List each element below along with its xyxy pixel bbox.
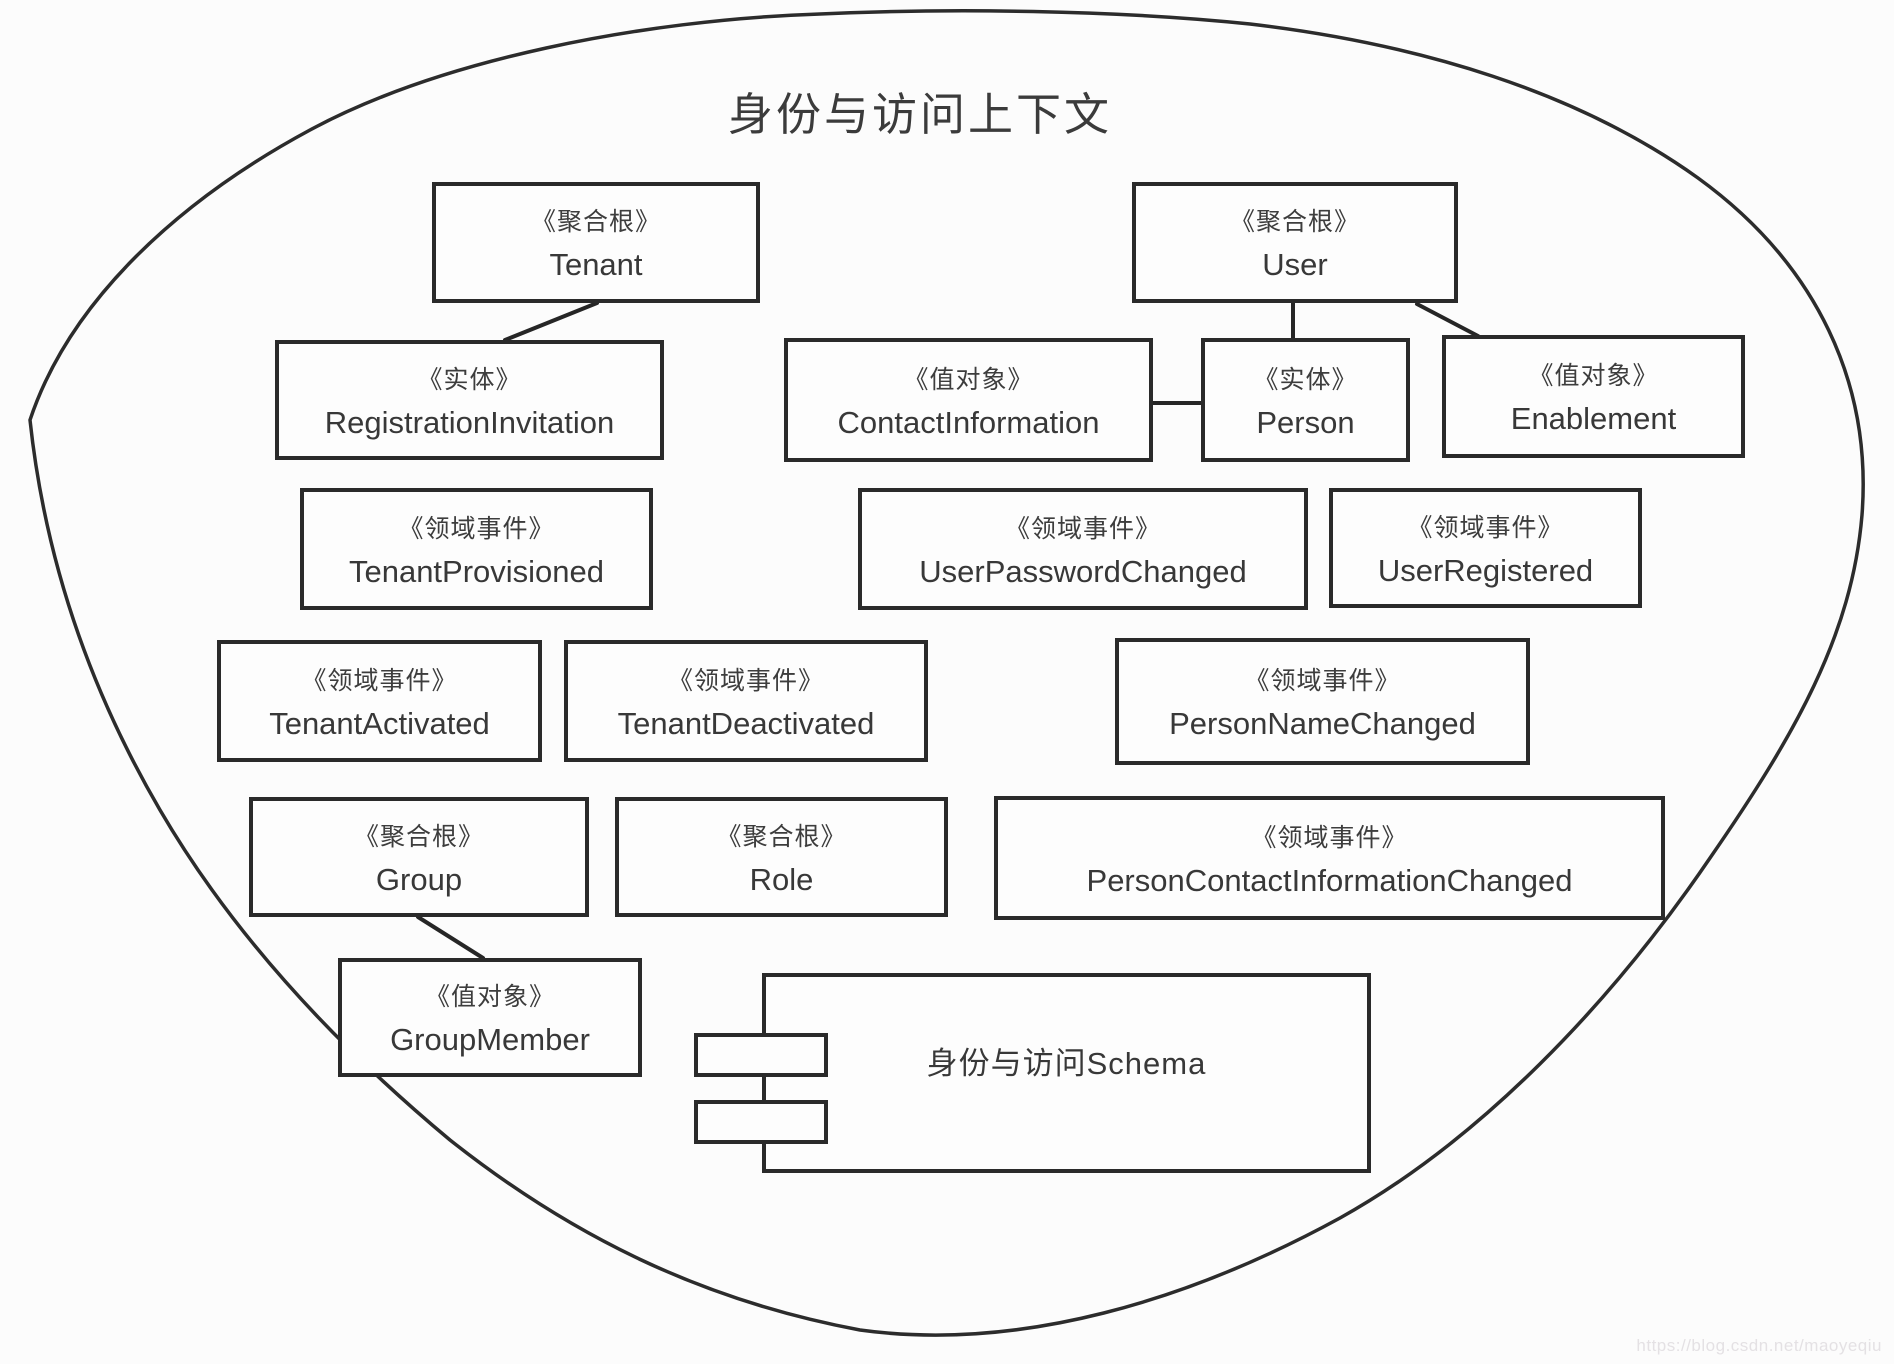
node-stereotype: 《领域事件》 bbox=[398, 514, 555, 543]
node-stereotype: 《实体》 bbox=[417, 365, 522, 394]
node-label: TenantProvisioned bbox=[348, 553, 605, 589]
node-person: 《实体》 Person bbox=[1201, 338, 1410, 462]
node-label: PersonNameChanged bbox=[1169, 706, 1476, 741]
component-tab-icon bbox=[694, 1033, 828, 1077]
node-stereotype: 《领域事件》 bbox=[667, 666, 824, 695]
node-stereotype: 《聚合根》 bbox=[530, 208, 661, 236]
node-label: User bbox=[1262, 247, 1328, 282]
edge-user-enablement bbox=[1415, 302, 1480, 338]
node-label: Tenant bbox=[549, 247, 643, 282]
edge-group-groupmember bbox=[416, 915, 485, 960]
watermark-url: https://blog.csdn.net/maoyeqiu bbox=[1636, 1336, 1882, 1355]
context-title: 身份与访问上下文 bbox=[727, 89, 1112, 140]
association-lines bbox=[416, 301, 1480, 960]
node-stereotype: 《领域事件》 bbox=[1004, 514, 1161, 543]
node-tenantdeactivated: 《领域事件》 TenantDeactivated bbox=[564, 640, 928, 762]
node-registrationinvitation: 《实体》 RegistrationInvitation bbox=[275, 340, 664, 460]
node-tenantprovisioned: 《领域事件》 TenantProvisioned bbox=[300, 488, 653, 610]
node-role: 《聚合根》 Role bbox=[615, 797, 948, 917]
node-stereotype: 《领域事件》 bbox=[1407, 513, 1564, 542]
node-label: RegistrationInvitation bbox=[324, 404, 615, 440]
node-label: Person bbox=[1256, 404, 1355, 440]
node-label: Group bbox=[375, 861, 463, 897]
node-label: UserPasswordChanged bbox=[919, 553, 1247, 589]
node-tenantactivated: 《领域事件》 TenantActivated bbox=[217, 640, 542, 762]
edge-tenant-registrationinvitation bbox=[503, 301, 599, 342]
node-stereotype: 《聚合根》 bbox=[1229, 208, 1360, 236]
node-stereotype: 《值对象》 bbox=[1528, 362, 1659, 390]
node-personcontactinformationchanged: 《领域事件》 PersonContactInformationChanged bbox=[994, 796, 1665, 920]
node-stereotype: 《领域事件》 bbox=[301, 666, 458, 695]
node-stereotype: 《聚合根》 bbox=[353, 822, 484, 851]
node-stereotype: 《值对象》 bbox=[424, 983, 555, 1011]
node-stereotype: 《领域事件》 bbox=[1244, 667, 1401, 695]
node-stereotype: 《值对象》 bbox=[903, 365, 1034, 394]
node-userregistered: 《领域事件》 UserRegistered bbox=[1329, 488, 1642, 608]
node-group: 《聚合根》 Group bbox=[249, 797, 589, 917]
node-stereotype: 《聚合根》 bbox=[716, 822, 847, 851]
node-user: 《聚合根》 User bbox=[1132, 182, 1458, 303]
schema-component: 身份与访问Schema bbox=[762, 973, 1371, 1173]
node-tenant: 《聚合根》 Tenant bbox=[432, 182, 760, 303]
node-userpasswordchanged: 《领域事件》 UserPasswordChanged bbox=[858, 488, 1308, 610]
node-label: TenantDeactivated bbox=[617, 705, 875, 741]
node-stereotype: 《领域事件》 bbox=[1251, 823, 1408, 852]
node-enablement: 《值对象》 Enablement bbox=[1442, 335, 1745, 458]
context-boundary-outline bbox=[28, 9, 1865, 1337]
schema-component-label: 身份与访问Schema bbox=[926, 1045, 1207, 1081]
node-label: UserRegistered bbox=[1377, 552, 1594, 588]
node-label: ContactInformation bbox=[837, 404, 1100, 440]
node-personnamechanged: 《领域事件》 PersonNameChanged bbox=[1115, 638, 1530, 765]
node-label: Role bbox=[749, 861, 814, 897]
node-label: TenantActivated bbox=[269, 705, 490, 741]
node-label: GroupMember bbox=[390, 1022, 590, 1057]
node-label: Enablement bbox=[1510, 401, 1677, 436]
node-stereotype: 《实体》 bbox=[1253, 365, 1358, 394]
component-tab-icon bbox=[694, 1100, 828, 1144]
node-contactinformation: 《值对象》 ContactInformation bbox=[784, 338, 1153, 462]
node-groupmember: 《值对象》 GroupMember bbox=[338, 958, 642, 1077]
node-label: PersonContactInformationChanged bbox=[1086, 862, 1573, 898]
